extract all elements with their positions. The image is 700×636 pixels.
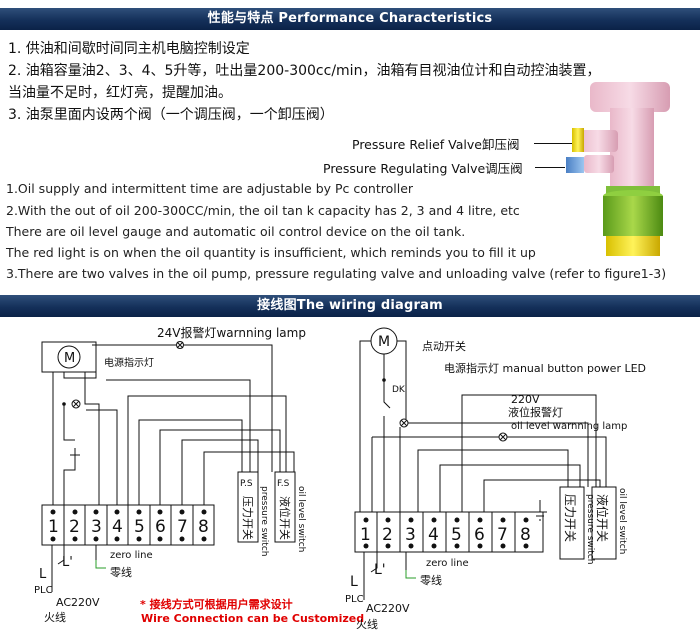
right-ac: AC220V [366, 602, 410, 615]
regulating-valve-pointer [535, 167, 565, 168]
right-jog-label: 点动开关 [422, 339, 466, 353]
left-fs-en: oil level switch [296, 486, 306, 552]
left-fire: 火线 [44, 610, 66, 624]
right-ps-en: pressure switch [585, 494, 595, 564]
left-plc: PLC [34, 585, 53, 596]
feature-en-3: There are oil level gauge and automatic … [6, 224, 466, 239]
relief-valve-label: Pressure Relief Valve卸压阀 [352, 137, 520, 152]
right-L: L [350, 574, 358, 590]
right-terminal-2: 2 [382, 525, 393, 545]
feature-en-5: 3.There are two valves in the oil pump, … [6, 266, 667, 281]
right-zero-line-en: zero line [426, 558, 469, 569]
left-terminal-1: 1 [48, 517, 59, 537]
left-terminal-2: 2 [69, 517, 80, 537]
left-terminal-8: 8 [198, 517, 209, 537]
left-ps-en: pressure switch [259, 486, 269, 556]
right-power-light-label: 电源指示灯 manual button power LED [444, 361, 646, 375]
right-terminal-1: 1 [360, 525, 371, 545]
right-terminal-6: 6 [474, 525, 485, 545]
performance-header: 性能与特点 Performance Characteristics [0, 8, 700, 30]
left-terminal-5: 5 [134, 517, 145, 537]
right-Lprime: L' [374, 562, 386, 578]
relief-valve-pointer [534, 143, 574, 144]
right-terminal-7: 7 [497, 525, 508, 545]
left-ac: AC220V [56, 596, 100, 609]
right-alarm-cn: 液位报警灯 [508, 405, 563, 419]
left-motor-box [41, 341, 97, 373]
left-power-light-label: 电源指示灯 [104, 356, 154, 369]
right-motor-label: M [378, 334, 390, 350]
right-terminal-4: 4 [428, 525, 439, 545]
left-Lprime: L' [62, 555, 73, 570]
left-zero-line-cn: 零线 [110, 565, 132, 579]
right-fire: 火线 [356, 617, 378, 631]
right-zero-line-cn: 零线 [420, 573, 442, 587]
left-motor-label: M [64, 351, 75, 366]
left-terminal-3: 3 [91, 517, 102, 537]
right-plc: PLC [345, 594, 364, 605]
feature-en-1: 1.Oil supply and intermittent time are a… [6, 181, 414, 196]
left-ps-cn: 压力开关 [241, 496, 255, 540]
left-motor-circle [57, 345, 81, 369]
right-terminal-block [354, 511, 544, 553]
feature-en-2: 2.With the out of oil 200-300CC/min, the… [6, 203, 520, 218]
right-fs-en: oil level switch [617, 488, 627, 554]
right-terminal-8: 8 [520, 525, 531, 545]
feature-cn-1: 1. 供油和间歇时间同主机电脑控制设定 [8, 41, 250, 57]
right-fs-cn: 液位开关 [595, 494, 610, 542]
feature-cn-2: 2. 油箱容量油2、3、4、5升等，吐出量200-300cc/min，油箱有目视… [8, 63, 601, 79]
customize-note-cn: * 接线方式可根据用户需求设计 [140, 597, 293, 611]
customize-note-en: Wire Connection can be Customized [141, 612, 364, 625]
right-220v: 220V [511, 393, 540, 406]
left-zero-line-en: zero line [110, 550, 153, 561]
right-ps-cn: 压力开关 [563, 494, 577, 542]
left-ps: P.S [240, 479, 253, 489]
left-L: L [39, 567, 47, 582]
left-terminal-4: 4 [112, 517, 123, 537]
right-alarm-en: oil level warnning lamp [511, 421, 627, 432]
left-terminal-6: 6 [155, 517, 166, 537]
regulating-valve-label: Pressure Regulating Valve调压阀 [323, 161, 523, 176]
left-fs-cn: 液位开关 [278, 496, 292, 540]
right-dk-label: DK [392, 385, 406, 395]
feature-cn-4: 3. 油泵里面内设两个阀（一个调压阀，一个卸压阀） [8, 107, 334, 123]
right-terminal-3: 3 [405, 525, 416, 545]
wiring-header: 接线图The wiring diagram [0, 295, 700, 317]
right-terminal-5: 5 [451, 525, 462, 545]
feature-cn-3: 当油量不足时，红灯亮，提醒加油。 [8, 85, 232, 101]
left-fs: F.S [277, 479, 290, 489]
left-lamp-label: 24V报警灯warnning lamp [157, 325, 306, 340]
feature-en-4: The red light is on when the oil quantit… [6, 245, 536, 260]
left-terminal-7: 7 [177, 517, 188, 537]
